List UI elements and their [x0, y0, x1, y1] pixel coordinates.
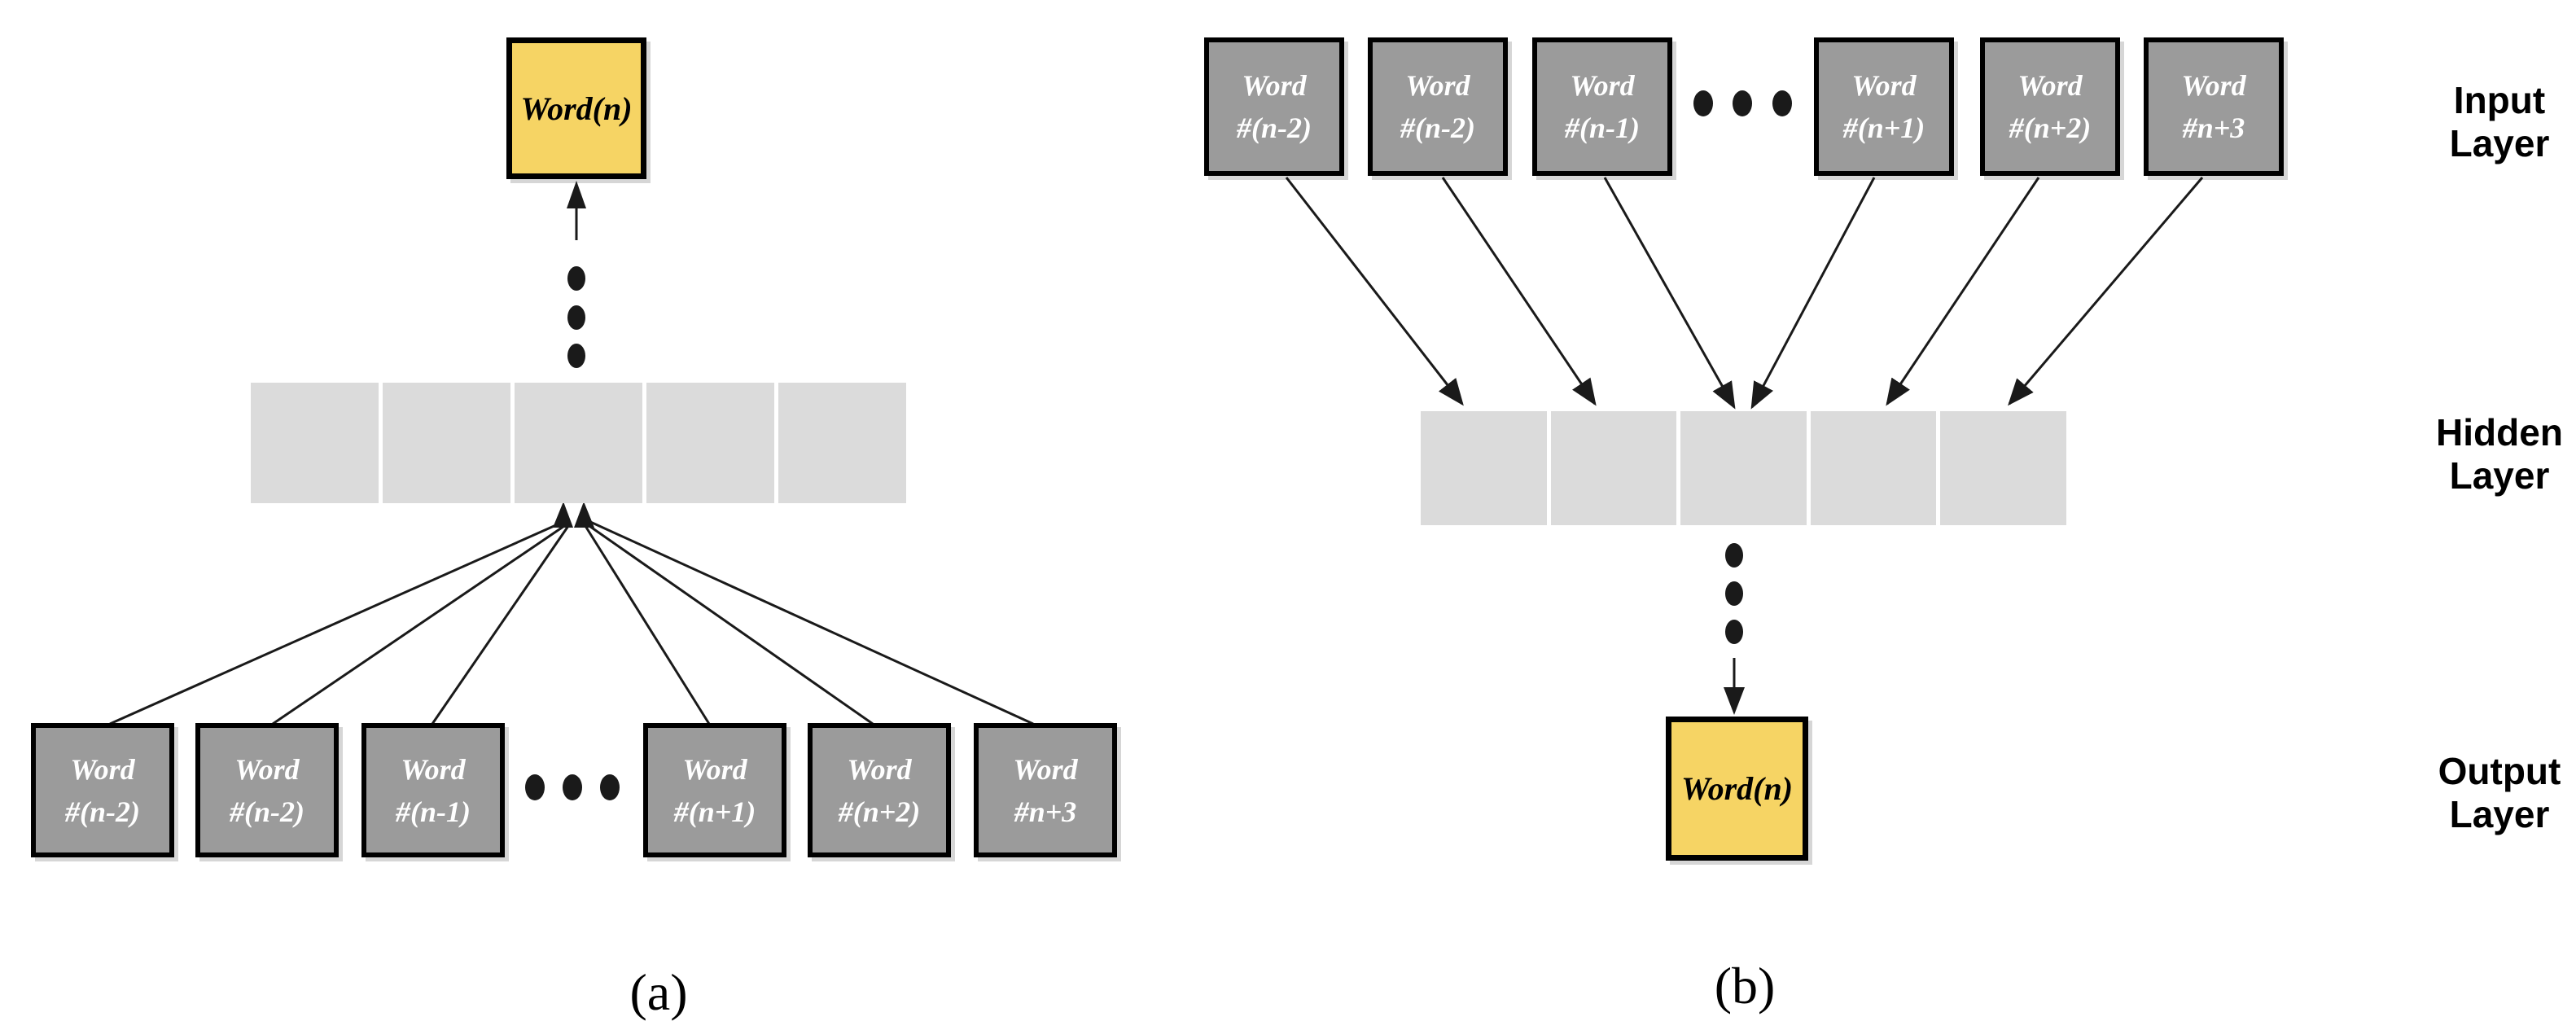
word-box-line2: #(n-1): [1565, 112, 1640, 144]
vertical-ellipsis-icon-a: [567, 266, 585, 368]
hidden-cell: [251, 383, 379, 503]
input-word-box-b-5: Word #(n+2): [1980, 37, 2120, 176]
arrowhead-up-icon: [567, 181, 586, 208]
word-box-line2: #(n-2): [230, 795, 304, 828]
output-word-box-a: Word(n): [506, 37, 646, 179]
output-layer-label: Output Layer: [2385, 750, 2576, 836]
input-to-hidden-arrows: [1285, 177, 2204, 410]
caption-a: (a): [629, 963, 688, 1021]
input-layer-label-line1: Input: [2453, 79, 2546, 121]
word-box-line1: Word: [1405, 69, 1470, 102]
context-word-box-a-5: Word #(n+2): [808, 723, 951, 857]
hidden-cell: [1810, 411, 1937, 525]
word-box-line2: #(n-2): [65, 795, 140, 828]
word-box-line2: #(n-2): [1400, 112, 1475, 144]
hidden-cell: [383, 383, 510, 503]
hidden-layer-label-line1: Hidden: [2436, 411, 2563, 454]
context-word-box-a-4: Word #(n+1): [643, 723, 786, 857]
input-layer-label: Input Layer: [2385, 79, 2576, 165]
hidden-cell: [778, 383, 906, 503]
input-word-box-b-2: Word #(n-2): [1368, 37, 1508, 176]
word-box-line2: #(n-2): [1237, 112, 1312, 144]
input-word-box-b-1: Word #(n-2): [1204, 37, 1344, 176]
output-layer-label-line2: Layer: [2449, 792, 2550, 835]
word-box-line1: Word: [2017, 69, 2083, 102]
hidden-layer-label-line2: Layer: [2449, 454, 2550, 497]
horizontal-ellipsis-icon-a: [525, 774, 620, 800]
word-box-line2: #(n+2): [838, 795, 921, 828]
converge-arrowhead-left-icon: [553, 502, 573, 528]
input-word-box-b-6: Word #n+3: [2144, 37, 2284, 176]
context-word-box-a-3: Word #(n-1): [361, 723, 505, 857]
fan-lines-a: [109, 519, 1034, 725]
hidden-layer-label: Hidden Layer: [2385, 411, 2576, 497]
word-box-line1: Word: [401, 752, 466, 786]
vertical-ellipsis-icon-b: [1725, 543, 1743, 644]
word-box-line1: Word: [2181, 69, 2246, 102]
hidden-cell: [1680, 411, 1807, 525]
word-box-line1: Word: [847, 752, 912, 786]
word-box-line1: Word: [1851, 69, 1917, 102]
word-box-line2: #n+3: [1014, 795, 1077, 828]
word-box-line1: Word: [234, 752, 300, 786]
hidden-cell: [1421, 411, 1547, 525]
context-word-box-a-2: Word #(n-2): [195, 723, 339, 857]
diagram-b-connectors: [1285, 90, 2204, 715]
word-box-line1: Word: [70, 752, 135, 786]
hidden-cell: [515, 383, 642, 503]
word-box-line1: Word: [1242, 69, 1307, 102]
diagram-a-connectors: [109, 181, 1034, 800]
converge-arrowhead-right-icon: [574, 502, 594, 528]
context-word-box-a-1: Word #(n-2): [31, 723, 174, 857]
word-box-line1: Word: [682, 752, 747, 786]
word-box-line1: Word: [1013, 752, 1078, 786]
arrowhead-down-icon: [1724, 687, 1745, 715]
context-word-box-a-6: Word #n+3: [974, 723, 1117, 857]
output-word-box-b: Word(n): [1666, 717, 1808, 861]
input-word-box-b-4: Word #(n+1): [1814, 37, 1954, 176]
hidden-cell: [1550, 411, 1677, 525]
input-word-box-b-3: Word #(n-1): [1532, 37, 1672, 176]
output-layer-label-line1: Output: [2438, 750, 2561, 792]
hidden-cell: [1940, 411, 2066, 525]
word-box-line2: #(n+1): [1842, 112, 1925, 144]
caption-b: (b): [1714, 957, 1776, 1015]
word-box-line2: #(n-1): [396, 795, 471, 828]
word-box-line2: #n+3: [2182, 112, 2245, 144]
hidden-layer-row-b: [1421, 411, 2066, 525]
hidden-layer-row-a: [251, 383, 906, 503]
horizontal-ellipsis-icon-b: [1693, 90, 1792, 116]
input-layer-label-line2: Layer: [2449, 121, 2550, 164]
word-box-line1: Word: [1570, 69, 1635, 102]
word-box-line2: #(n+1): [673, 795, 756, 828]
word-box-line2: #(n+2): [2009, 112, 2092, 144]
hidden-cell: [646, 383, 774, 503]
